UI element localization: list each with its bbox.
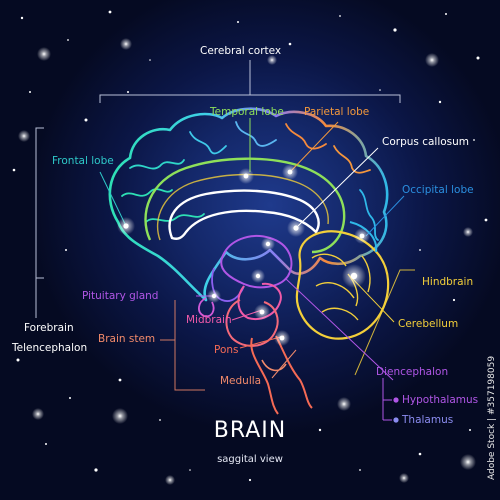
cingulate-ring	[144, 157, 346, 254]
label-hypothalamus: Hypothalamus	[402, 394, 479, 406]
cerebellum-shape	[295, 230, 390, 340]
leader-lines	[99, 118, 405, 381]
label-pons: Pons	[214, 344, 239, 356]
label-cerebellum: Cerebellum	[398, 318, 459, 330]
label-midbrain: Midbrain	[186, 314, 232, 326]
diencephalon-bracket	[382, 378, 392, 421]
cerebrum-outline	[108, 107, 389, 302]
forebrain-bracket	[35, 127, 44, 318]
label-diencephalon: Diencephalon	[376, 366, 449, 378]
brainstem-bracket	[160, 300, 205, 391]
starfield	[12, 10, 488, 482]
thalamus-dot	[393, 417, 399, 423]
gyri-lines	[121, 121, 379, 241]
label-thalamus: Thalamus	[402, 414, 454, 426]
stock-watermark: Adobe Stock | #357198059	[487, 355, 497, 480]
cerebellum-folia	[311, 253, 371, 321]
label-occipital-lobe: Occipital lobe	[402, 184, 474, 196]
bright-stars	[18, 38, 476, 485]
label-cerebral-cortex: Cerebral cortex	[200, 45, 282, 57]
label-hindbrain: Hindbrain	[422, 276, 474, 288]
label-brain-stem: Brain stem	[98, 333, 156, 345]
hypothalamus-dot	[393, 397, 399, 403]
label-frontal-lobe: Frontal lobe	[52, 155, 114, 167]
label-corpus-callosum: Corpus callosum	[382, 136, 470, 148]
cingulate-ring-inner	[156, 173, 329, 241]
cortex-bracket	[99, 60, 401, 103]
label-parietal-lobe: Parietal lobe	[304, 106, 370, 118]
corpus-callosum-shape	[168, 189, 320, 240]
label-pituitary-gland: Pituitary gland	[82, 290, 159, 302]
diagram-title: BRAIN	[213, 418, 287, 443]
label-telencephalon: Telencephalon	[12, 342, 88, 354]
hindbrain-bracket	[354, 269, 415, 376]
medulla-shape	[261, 359, 287, 372]
thalamus-shape	[220, 235, 293, 289]
label-temporal-lobe: Temporal lobe	[210, 106, 284, 118]
occipital-arc	[349, 221, 378, 253]
label-medulla: Medulla	[220, 375, 262, 387]
glow-nodes	[117, 164, 370, 346]
pons-shape	[225, 299, 279, 347]
brainstem-shape	[250, 335, 313, 415]
diagram-subtitle: saggital view	[217, 454, 283, 465]
pituitary-shape	[198, 297, 215, 318]
label-forebrain: Forebrain	[24, 322, 74, 334]
